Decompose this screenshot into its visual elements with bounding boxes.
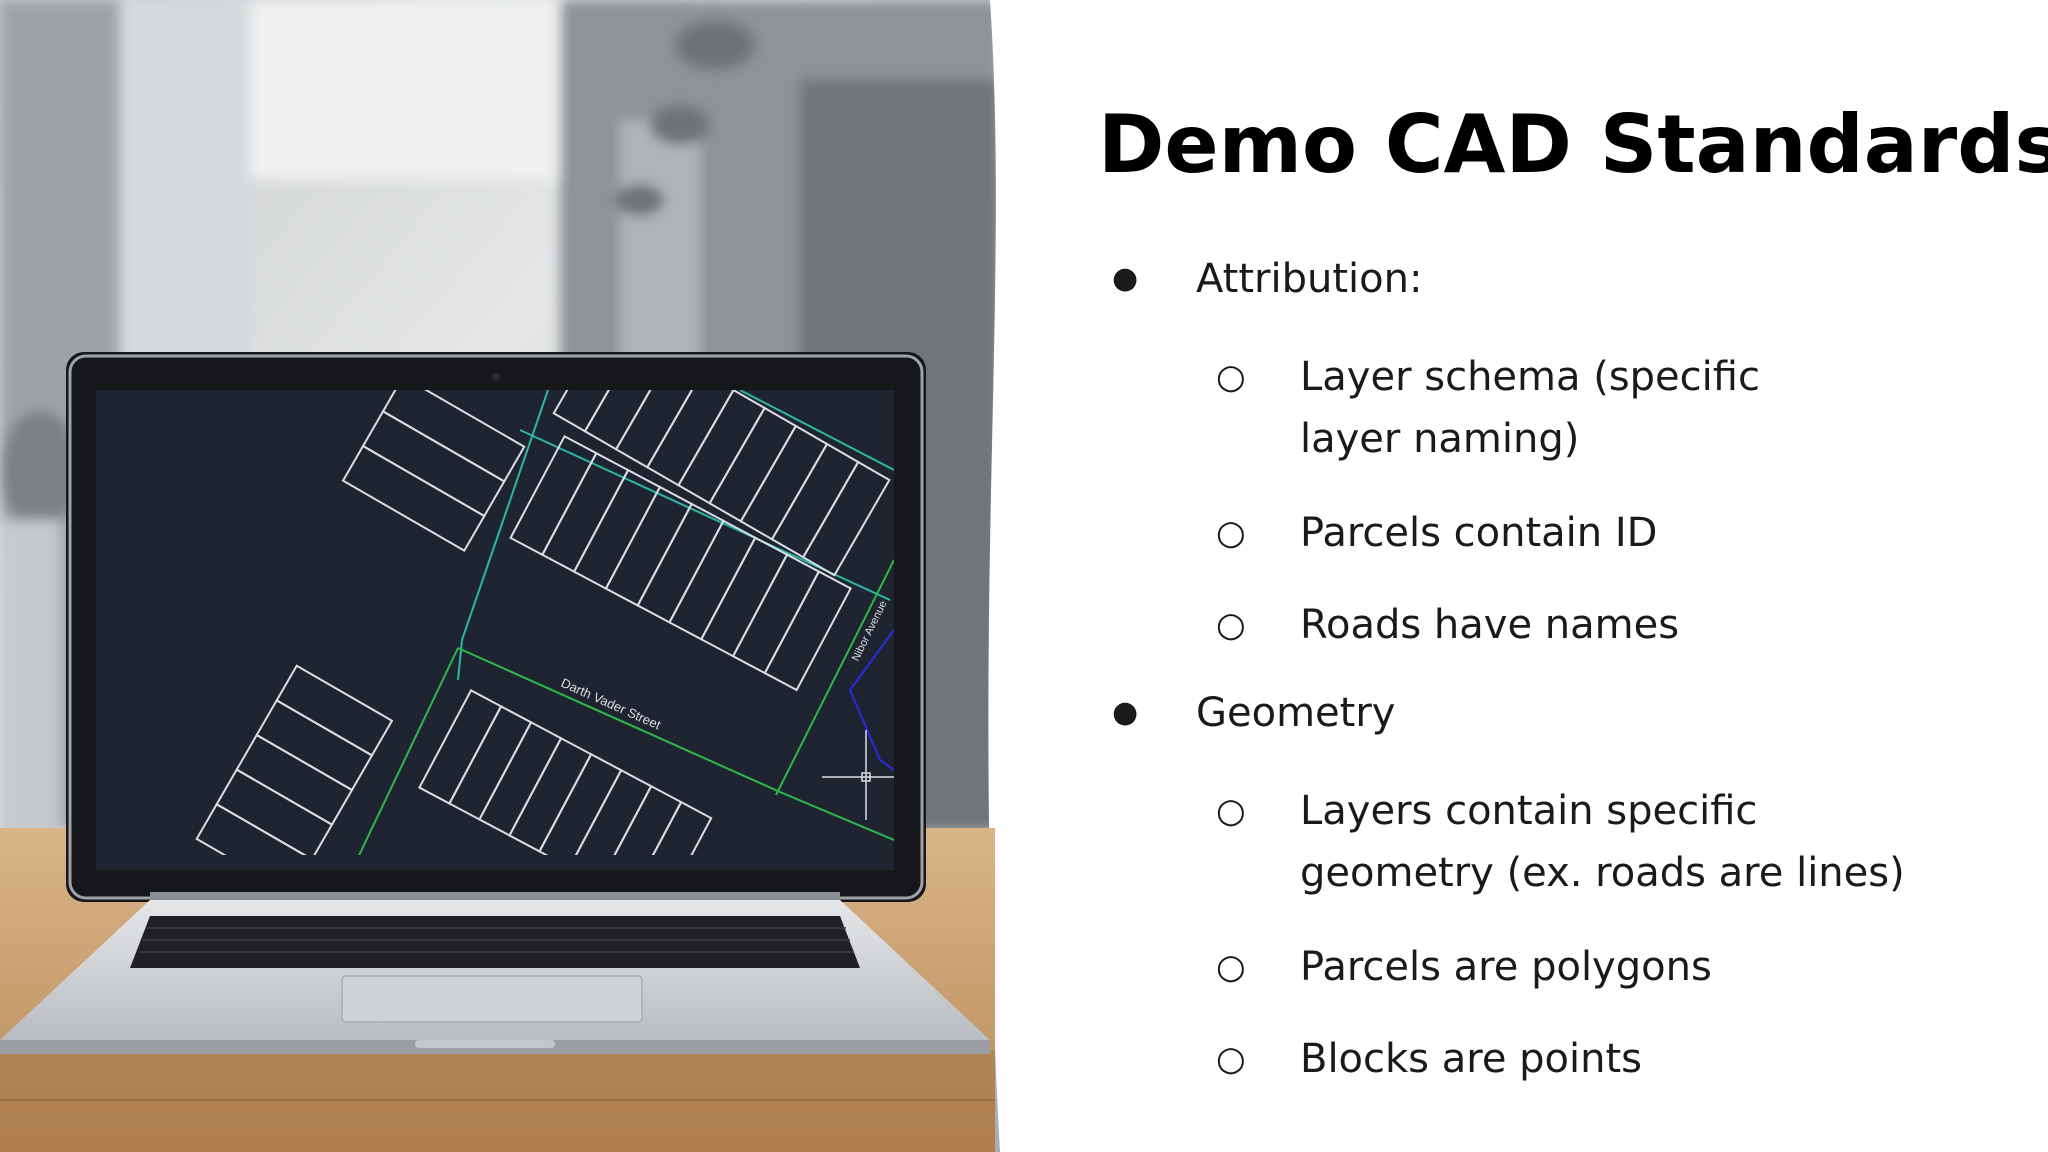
cad-parcels-left (341, 390, 526, 552)
photo-illustration: Darth Vader Street Nibor Avenue (0, 0, 1000, 1152)
filled-bullet-icon: ● (1112, 695, 1139, 730)
cad-road-line (457, 647, 894, 841)
hollow-bullet-icon: ○ (1216, 1039, 1246, 1079)
bullet-text: Geometry (1196, 690, 1396, 736)
bullet-text: Blocks are points (1300, 1036, 1642, 1082)
subbullet-blocks-points: ○ Blocks are points (1098, 1028, 1998, 1120)
bullet-text: Layer schema (specific layer naming) (1300, 354, 1760, 462)
cad-screen: Darth Vader Street Nibor Avenue (96, 390, 894, 870)
subbullet-roads-names: ○ Roads have names (1098, 594, 1998, 686)
hollow-bullet-icon: ○ (1216, 947, 1246, 987)
filled-bullet-icon: ● (1112, 261, 1139, 296)
bullet-attribution: ● Attribution: (1098, 252, 1998, 346)
cad-parcels-mid (509, 434, 852, 692)
cad-parcels-bottom-left (195, 664, 394, 855)
bullet-text: Parcels are polygons (1300, 944, 1712, 990)
bullet-list: ● Attribution: ○ Layer schema (specific … (1098, 252, 1998, 1120)
bullet-text: Roads have names (1300, 602, 1680, 648)
bullet-geometry: ● Geometry (1098, 686, 1998, 780)
cad-parcels-bottom (418, 689, 713, 855)
hollow-bullet-icon: ○ (1216, 513, 1246, 553)
subbullet-parcels-polygons: ○ Parcels are polygons (1098, 936, 1998, 1028)
keyboard (130, 916, 860, 968)
hollow-bullet-icon: ○ (1216, 357, 1246, 397)
laptop-photo: Darth Vader Street Nibor Avenue (0, 0, 1000, 1152)
cad-parcels-top (552, 390, 891, 577)
hollow-bullet-icon: ○ (1216, 791, 1246, 831)
bullet-text: Parcels contain ID (1300, 510, 1658, 556)
keyboard-keys (139, 927, 853, 953)
bullet-text: Layers contain specific geometry (ex. ro… (1300, 788, 1905, 896)
subbullet-layer-schema: ○ Layer schema (specific layer naming) (1098, 346, 1998, 502)
slide-title: Demo CAD Standards: (1098, 98, 2048, 191)
cad-road-edge (457, 390, 549, 681)
subbullet-layers-geometry: ○ Layers contain specific geometry (ex. … (1098, 780, 1998, 936)
hollow-bullet-icon: ○ (1216, 605, 1246, 645)
trackpad (341, 975, 643, 1023)
bullet-text: Attribution: (1196, 256, 1423, 302)
subbullet-parcels-id: ○ Parcels contain ID (1098, 502, 1998, 594)
